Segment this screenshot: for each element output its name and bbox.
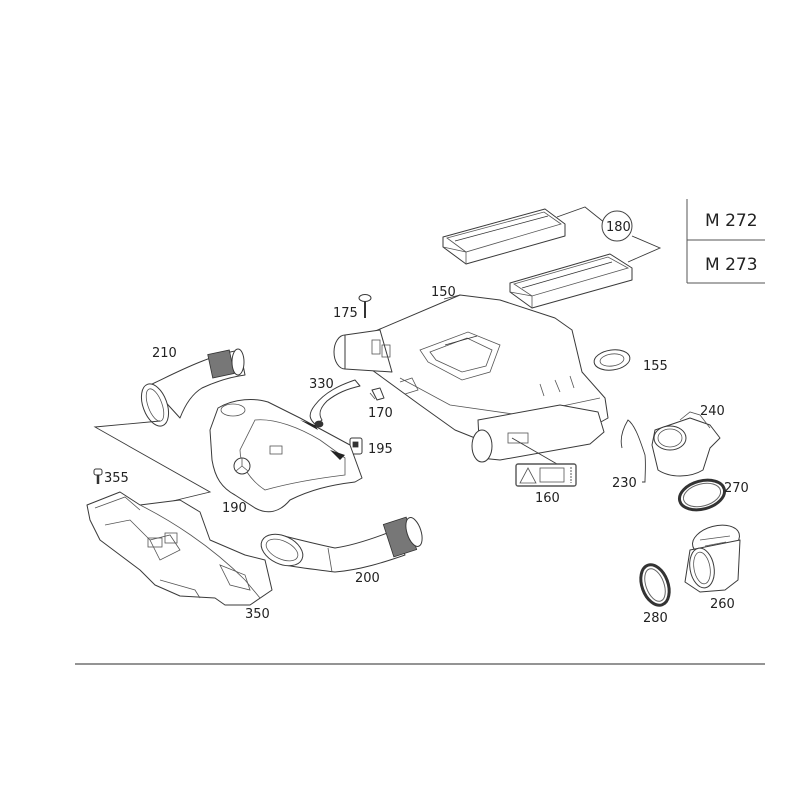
part-155-seal-ring[interactable]	[593, 348, 631, 373]
part-350-air-duct-lower[interactable]	[86, 491, 273, 606]
label-155[interactable]: 155	[643, 359, 668, 374]
label-180[interactable]: 180	[606, 220, 631, 235]
label-160[interactable]: 160	[535, 491, 560, 506]
label-355[interactable]: 355	[104, 471, 129, 486]
part-195-bracket[interactable]	[349, 437, 363, 455]
part-170-clip[interactable]	[369, 387, 385, 401]
part-160-warning-label[interactable]	[511, 437, 577, 487]
part-210-intake-duct-left[interactable]	[136, 348, 246, 430]
label-260[interactable]: 260	[710, 597, 735, 612]
part-260-adapter-housing[interactable]	[684, 520, 743, 593]
leader-210-350	[93, 420, 212, 507]
callout-circle-180	[601, 210, 633, 242]
part-270-seal-ring[interactable]	[676, 476, 728, 515]
label-240[interactable]: 230	[612, 476, 637, 491]
part-355-rivet[interactable]	[93, 468, 103, 484]
label-195[interactable]: 195	[368, 442, 393, 457]
part-200-intake-duct-right[interactable]	[256, 516, 425, 573]
label-280[interactable]: 280	[643, 611, 668, 626]
warning-triangle-icon	[519, 467, 537, 484]
part-280-seal-ring[interactable]	[636, 561, 675, 609]
engine-variant-m272: M 272	[705, 211, 758, 231]
part-180-air-filter-elements[interactable]	[442, 208, 633, 309]
engine-variant-table: M 272 M 273	[686, 199, 765, 284]
leader-150	[443, 294, 461, 300]
part-230-air-mass-sensor-housing[interactable]	[651, 411, 721, 477]
part-240-wire-clip[interactable]	[620, 419, 646, 483]
label-170[interactable]: 170	[368, 406, 393, 421]
part-175-screw[interactable]	[358, 294, 372, 319]
label-175[interactable]: 175	[333, 306, 358, 321]
leader-180	[556, 206, 662, 263]
label-330[interactable]: 330	[309, 377, 334, 392]
part-190-engine-cover[interactable]	[209, 399, 363, 513]
label-200[interactable]: 200	[355, 571, 380, 586]
label-350[interactable]: 350	[245, 607, 270, 622]
manual-book-icon	[539, 467, 565, 483]
part-330-vent-hose[interactable]	[309, 379, 361, 428]
label-230[interactable]: 240	[700, 404, 725, 419]
part-150-air-filter-housing[interactable]	[333, 294, 609, 463]
label-150[interactable]: 150	[431, 285, 456, 300]
label-190[interactable]: 190	[222, 501, 247, 516]
engine-variant-m273: M 273	[705, 255, 758, 275]
label-270[interactable]: 270	[724, 481, 749, 496]
label-210[interactable]: 210	[152, 346, 177, 361]
